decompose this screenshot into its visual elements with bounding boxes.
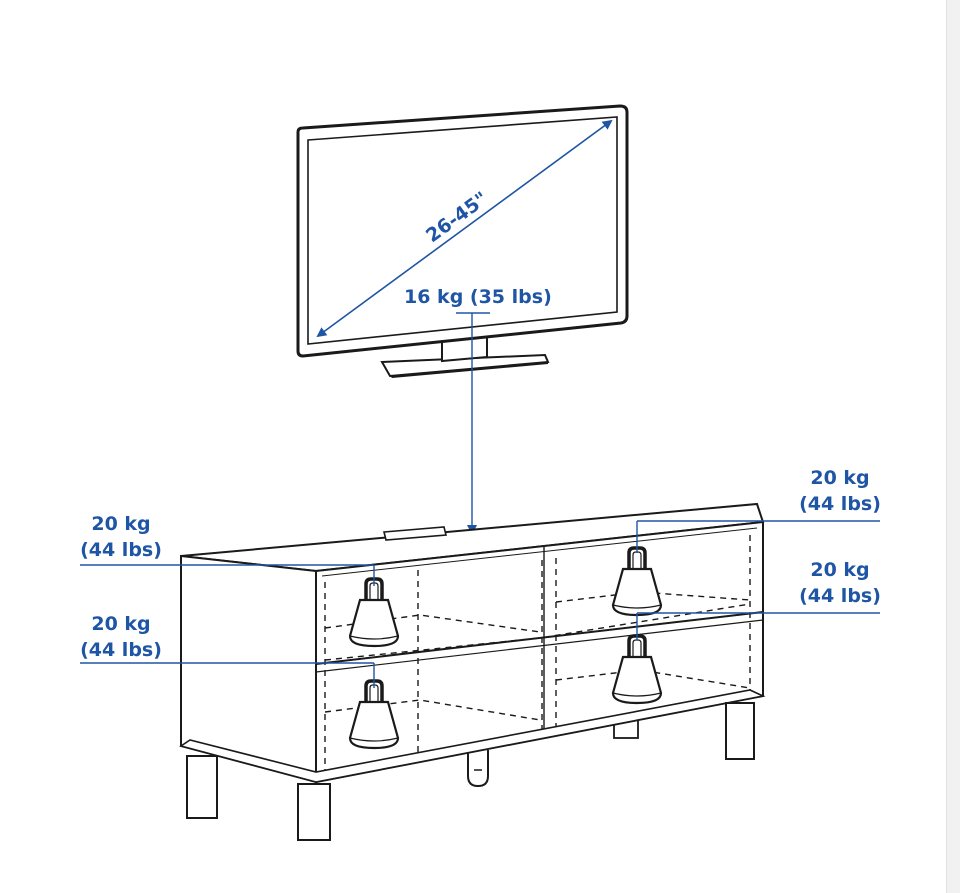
tv-icon: 26-45" 16 kg (35 lbs) bbox=[296, 104, 629, 535]
tv-weight-label: 16 kg (35 lbs) bbox=[404, 286, 552, 308]
tv-bench-icon bbox=[179, 502, 766, 841]
load-label-top-left-lbs: (44 lbs) bbox=[80, 539, 162, 561]
load-label-bottom-left-lbs: (44 lbs) bbox=[80, 639, 162, 661]
scrollbar[interactable] bbox=[946, 0, 960, 893]
load-label-mid-right-kg: 20 kg bbox=[810, 559, 869, 581]
diagonal-arrow-icon bbox=[316, 119, 613, 338]
load-label-top-right-kg: 20 kg bbox=[810, 467, 869, 489]
load-label-top-right-lbs: (44 lbs) bbox=[799, 493, 881, 515]
load-label-mid-right-lbs: (44 lbs) bbox=[799, 585, 881, 607]
load-label-bottom-left-kg: 20 kg bbox=[91, 613, 150, 635]
load-label-top-left-kg: 20 kg bbox=[91, 513, 150, 535]
